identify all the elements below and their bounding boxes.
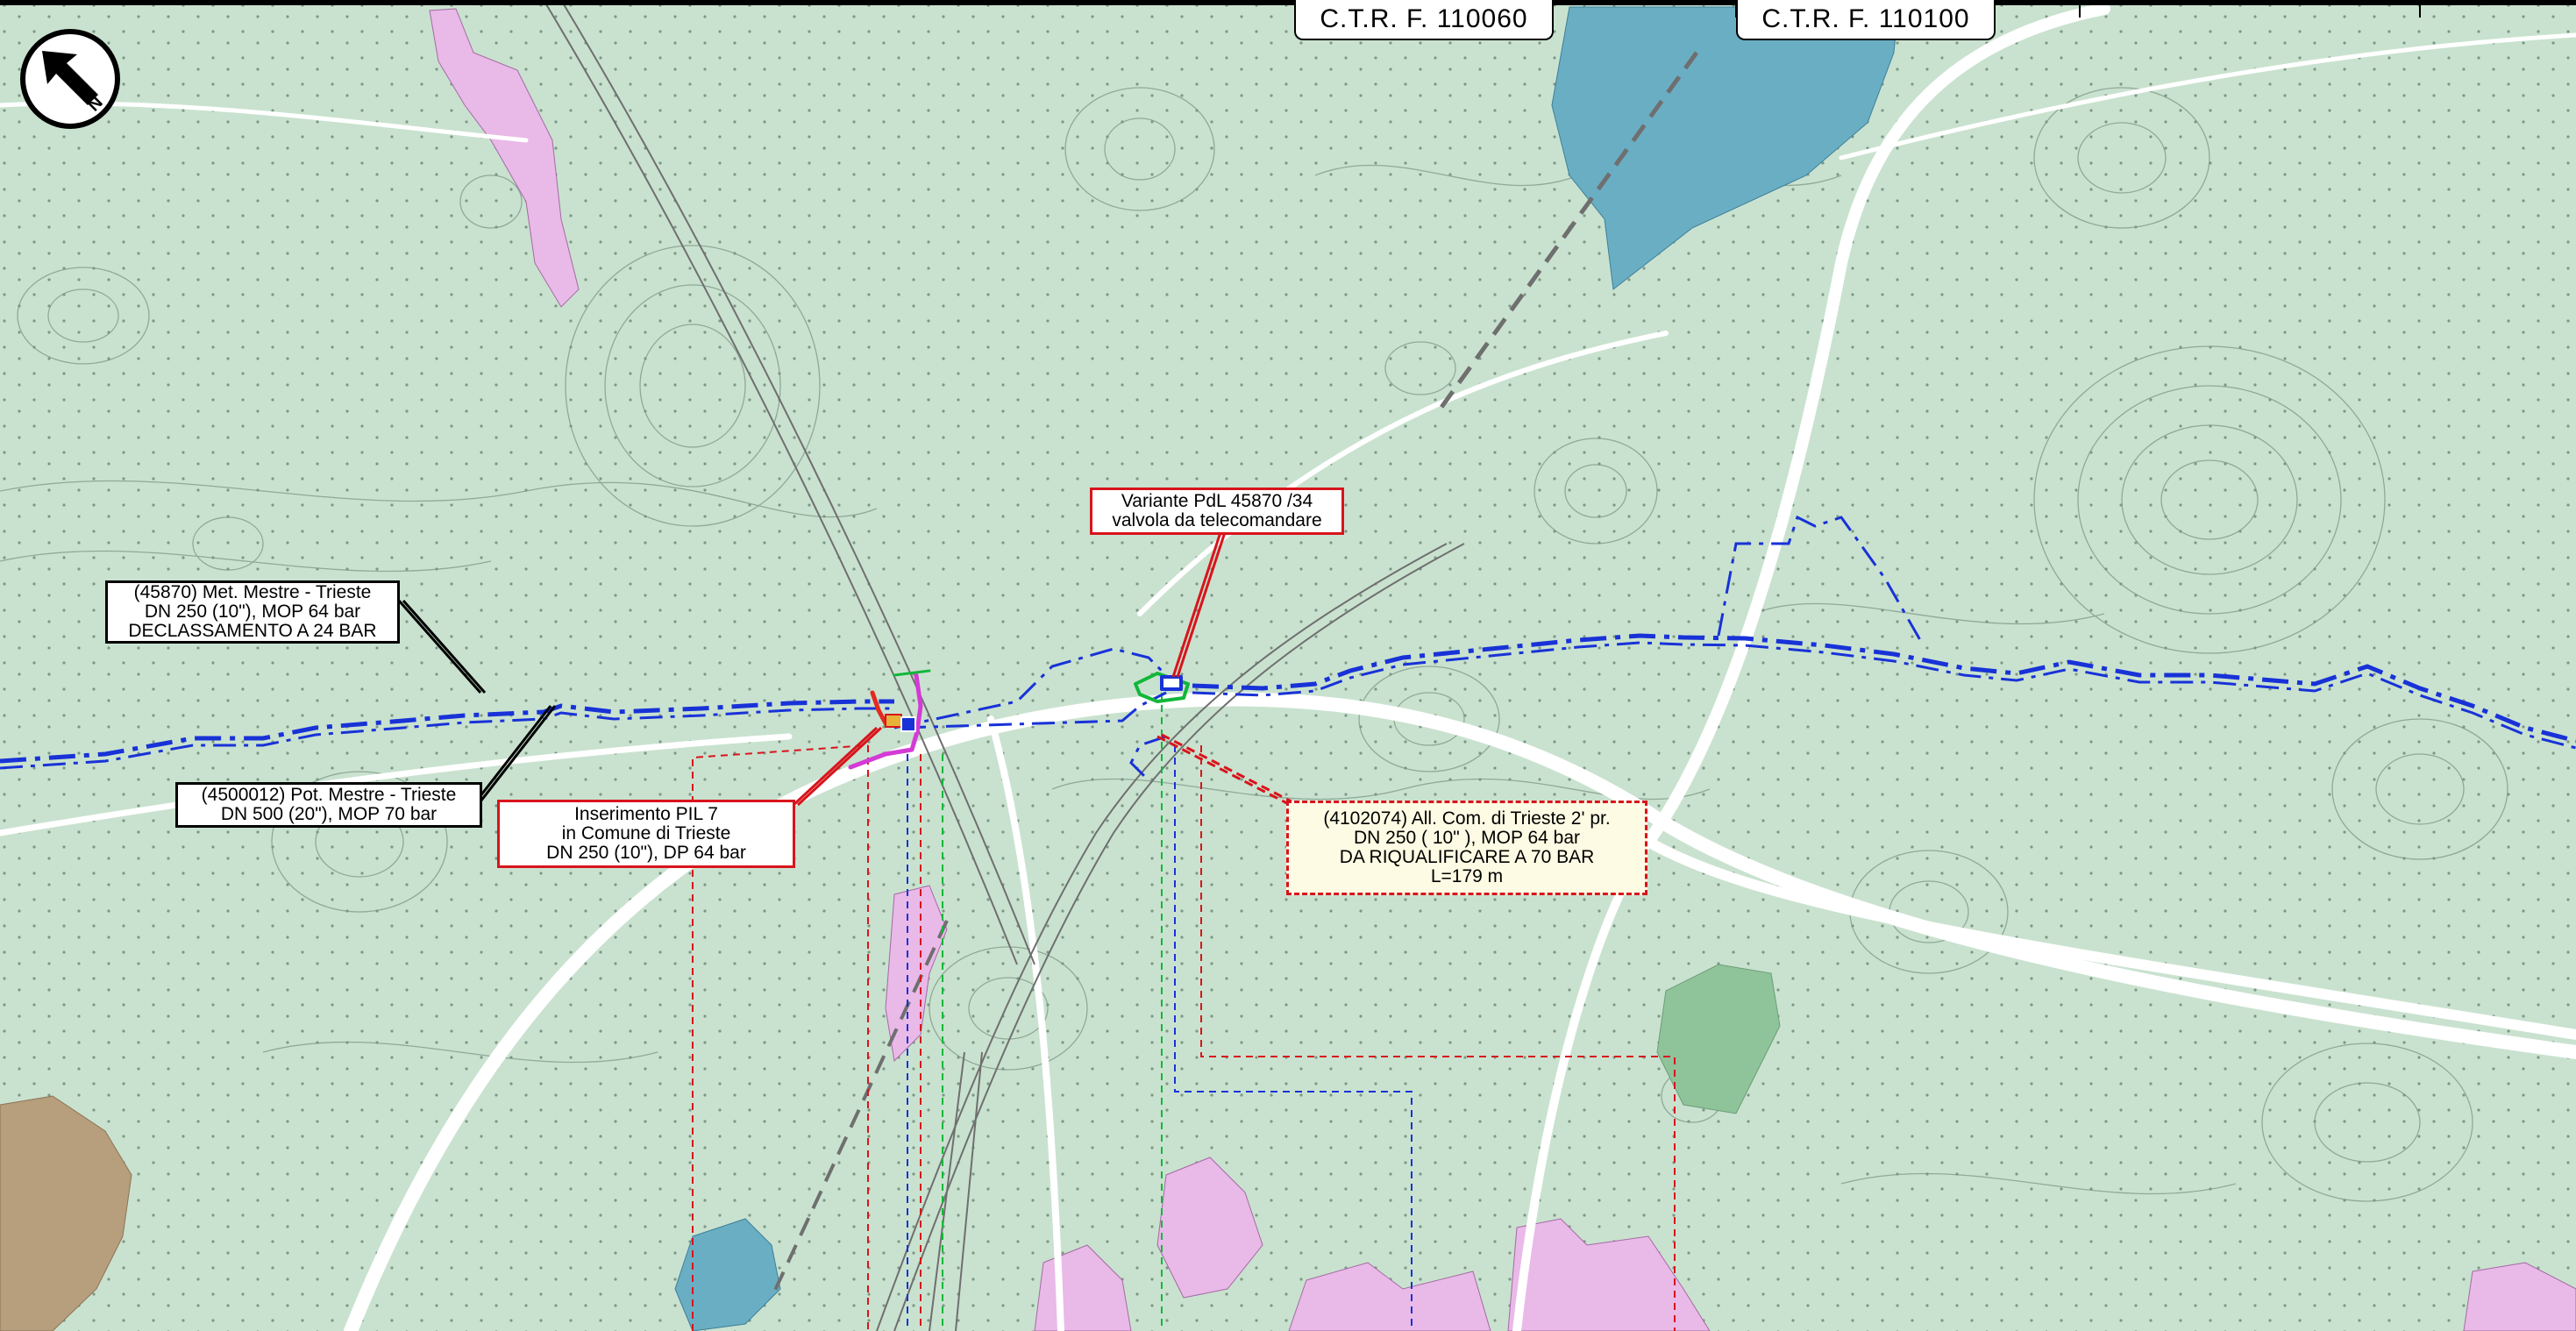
railway-lines <box>543 0 1465 1331</box>
urban-area <box>2463 1262 2576 1331</box>
dismissed-railway <box>770 920 949 1299</box>
callout-line: DN 500 (20"), MOP 70 bar <box>220 804 438 824</box>
pipeline-pot-mestre-trieste <box>0 515 2576 782</box>
callout-line: (4500012) Pot. Mestre - Trieste <box>201 785 457 805</box>
callout-line: Inserimento PIL 7 <box>574 804 718 824</box>
forest-area <box>1656 964 1781 1114</box>
urban-area <box>1288 1262 1491 1331</box>
callout-met-mestre-trieste[interactable]: (45870) Met. Mestre - Trieste DN 250 (10… <box>105 580 400 644</box>
callout-line: (45870) Met. Mestre - Trieste <box>133 582 372 602</box>
water-area <box>674 1218 781 1331</box>
callout-line: Variante PdL 45870 /34 <box>1121 491 1313 511</box>
callout-line: (4102074) All. Com. di Trieste 2' pr. <box>1323 808 1611 829</box>
callout-line: valvola da telecomandare <box>1112 510 1322 530</box>
urban-area <box>1156 1157 1263 1299</box>
callout-leaders <box>397 523 1316 817</box>
callout-line: in Comune di Trieste <box>561 823 731 843</box>
study-area-boundaries <box>692 693 1676 1331</box>
urban-area <box>429 8 580 308</box>
urban-area <box>1507 1218 1711 1331</box>
north-arrow-icon: N <box>20 29 120 129</box>
callout-all-com-trieste[interactable]: (4102074) All. Com. di Trieste 2' pr. DN… <box>1286 801 1647 895</box>
callout-line: DN 250 (10"), MOP 64 bar <box>144 601 361 622</box>
callout-line: DECLASSAMENTO A 24 BAR <box>128 621 377 641</box>
callout-line: DN 250 ( 10" ), MOP 64 bar <box>1353 828 1580 848</box>
road-network <box>0 3 2576 1331</box>
sheet-label-110100: C.T.R. F. 110100 <box>1736 0 1996 40</box>
tie-in-works-pil7 <box>848 669 931 770</box>
dismissed-railway <box>1435 51 1699 414</box>
callout-line: DA RIQUALIFICARE A 70 BAR <box>1339 847 1595 867</box>
callout-inserimento-pil7[interactable]: Inserimento PIL 7 in Comune di Trieste D… <box>497 800 795 868</box>
pipeline-mestre-trieste <box>0 633 2576 764</box>
callout-pot-mestre-trieste[interactable]: (4500012) Pot. Mestre - Trieste DN 500 (… <box>175 782 482 828</box>
callout-line: L=179 m <box>1430 866 1504 886</box>
callout-line: DN 250 (10"), DP 64 bar <box>546 843 746 863</box>
contour-lines <box>0 87 2508 1202</box>
sheet-label-110060: C.T.R. F. 110060 <box>1294 0 1554 40</box>
callout-variante-pdl[interactable]: Variante PdL 45870 /34 valvola da teleco… <box>1090 488 1344 535</box>
quarry-area <box>0 1095 132 1331</box>
valve-station <box>1134 672 1190 703</box>
